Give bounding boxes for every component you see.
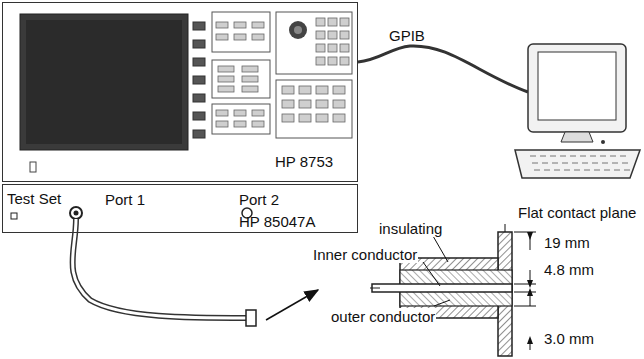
part-label: insulating — [378, 220, 443, 237]
dimension: 19 mm — [543, 234, 591, 251]
test-set-box: Test Set Port 1 Port 2 HP 85047A — [2, 184, 358, 233]
port-label: Port 1 — [105, 191, 145, 208]
instrument-name: HP 8753 — [275, 153, 333, 170]
bus-label: GPIB — [388, 27, 426, 44]
port-label: Port 2 — [239, 191, 279, 208]
model-number: HP 85047A — [239, 213, 315, 230]
part-label: Flat contact plane — [517, 204, 637, 221]
test-set-title: Test Set — [7, 190, 61, 207]
network-analyzer: HP 8753 — [2, 2, 358, 182]
dimension: 3.0 mm — [543, 330, 595, 347]
part-label: outer conductor — [330, 308, 436, 325]
part-label: Inner conductor — [312, 246, 418, 263]
dimension: 4.8 mm — [543, 261, 595, 278]
